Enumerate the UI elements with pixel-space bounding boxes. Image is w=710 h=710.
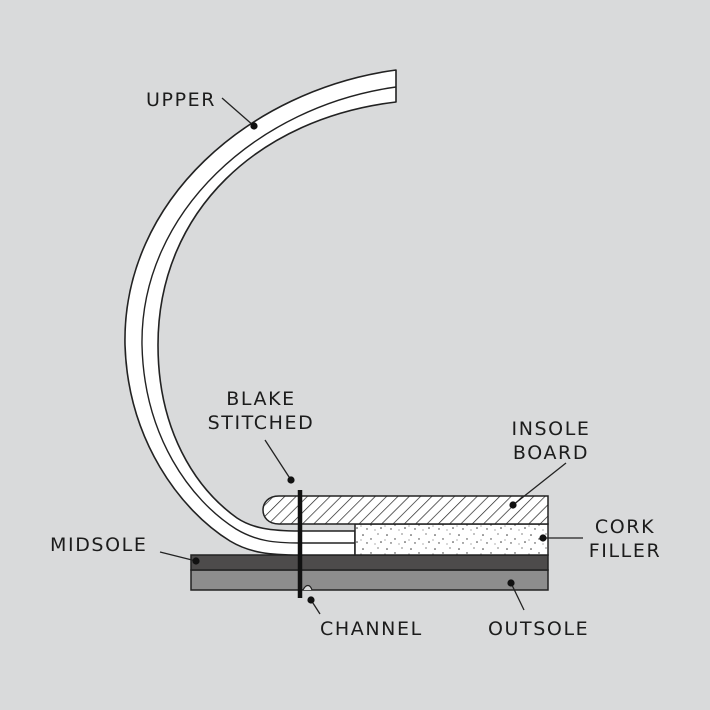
leader-dots bbox=[192, 122, 547, 604]
label-blake-stitched: BLAKE STITCHED bbox=[207, 388, 315, 434]
outsole-layer bbox=[190, 569, 549, 591]
upper-layer bbox=[124, 69, 397, 556]
leader-lines bbox=[159, 97, 583, 615]
label-midsole: MIDSOLE bbox=[50, 534, 148, 556]
label-cork-filler: CORK FILLER bbox=[588, 516, 662, 562]
label-outsole: OUTSOLE bbox=[488, 618, 590, 640]
channel-notch bbox=[302, 584, 313, 591]
midsole-layer bbox=[190, 554, 549, 571]
insole-board-layer bbox=[262, 495, 549, 525]
cork-filler-layer bbox=[354, 523, 549, 556]
label-upper: UPPER bbox=[146, 89, 217, 111]
label-insole-board: INSOLE BOARD bbox=[511, 418, 591, 464]
upper-lining-line bbox=[141, 86, 397, 544]
label-channel: CHANNEL bbox=[320, 618, 423, 640]
